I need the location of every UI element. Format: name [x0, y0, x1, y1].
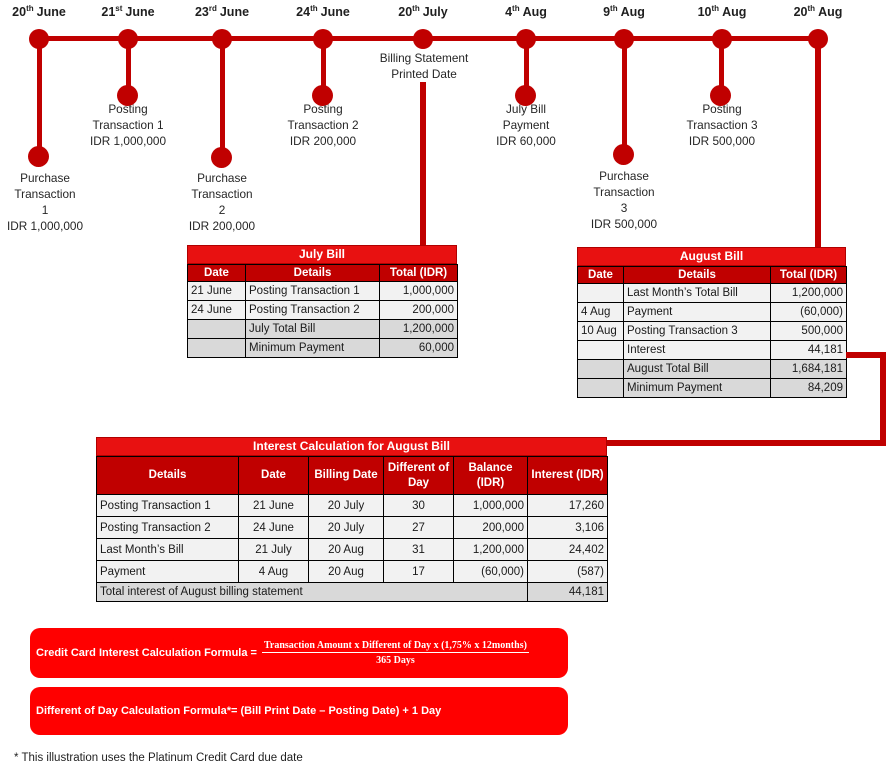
- interest-connector-side: [880, 352, 886, 446]
- drop-line-posting-1: [126, 39, 131, 96]
- table-row: Posting Transaction 1 21 June 20 July 30…: [96, 494, 608, 517]
- billing-statement-connector-line: [420, 82, 426, 245]
- table-row: July Total Bill 1,200,000: [187, 319, 458, 340]
- event-label-posting-3: Posting Transaction 3 IDR 500,000: [686, 102, 758, 148]
- august-bill-connector-line: [815, 39, 821, 248]
- table-total-row: Total interest of August billing stateme…: [96, 582, 608, 602]
- column-header: Total (IDR): [770, 265, 847, 285]
- footnote: * This illustration uses the Platinum Cr…: [14, 752, 303, 764]
- interest-formula-box: Credit Card Interest Calculation Formula…: [30, 628, 568, 678]
- drop-dot-posting-3: [710, 85, 731, 106]
- event-label-billing-statement: Billing Statement Printed Date: [379, 51, 469, 81]
- july-bill-header-row: Date Details Total (IDR): [187, 263, 458, 283]
- column-header: Interest (IDR): [527, 456, 608, 495]
- july-bill-title: July Bill: [187, 245, 457, 264]
- drop-line-purchase-1: [37, 39, 42, 157]
- event-label-purchase-1: Purchase Transaction 1 IDR 1,000,000: [6, 171, 84, 233]
- drop-line-purchase-3: [622, 39, 627, 155]
- table-row: Minimum Payment 60,000: [187, 338, 458, 359]
- table-row: August Total Bill 1,684,181: [577, 359, 847, 380]
- day-formula-box: Different of Day Calculation Formula*= (…: [30, 687, 568, 735]
- column-header: Date: [187, 263, 246, 283]
- interest-formula-label: Credit Card Interest Calculation Formula…: [36, 647, 257, 659]
- table-row: Minimum Payment 84,209: [577, 378, 847, 399]
- column-header: Balance (IDR): [453, 456, 528, 495]
- drop-line-july-payment: [524, 39, 529, 96]
- column-header: Different of Day: [383, 456, 454, 495]
- august-bill-title: August Bill: [577, 247, 846, 266]
- drop-line-purchase-2: [220, 39, 225, 158]
- fraction-denominator: 365 Days: [376, 655, 415, 666]
- interest-calculation-table: Interest Calculation for August Bill Det…: [96, 437, 608, 602]
- interest-connector-bottom: [607, 440, 886, 446]
- event-label-posting-2: Posting Transaction 2 IDR 200,000: [287, 102, 359, 148]
- interest-connector-top: [846, 352, 886, 358]
- august-bill-header-row: Date Details Total (IDR): [577, 265, 847, 285]
- event-label-july-payment: July Bill Payment IDR 60,000: [496, 102, 556, 148]
- table-row: 10 Aug Posting Transaction 3 500,000: [577, 321, 847, 342]
- column-header: Details: [245, 263, 380, 283]
- column-header: Billing Date: [308, 456, 384, 495]
- column-header: Date: [577, 265, 624, 285]
- table-row: Payment 4 Aug 20 Aug 17 (60,000) (587): [96, 560, 608, 583]
- column-header: Total (IDR): [379, 263, 458, 283]
- interest-table-header-row: Details Date Billing Date Different of D…: [96, 456, 608, 495]
- drop-dot-july-payment: [515, 85, 536, 106]
- drop-dot-purchase-3: [613, 144, 634, 165]
- event-label-purchase-2: Purchase Transaction 2 IDR 200,000: [188, 171, 256, 233]
- interest-calculation-title: Interest Calculation for August Bill: [96, 437, 607, 456]
- drop-dot-purchase-2: [211, 147, 232, 168]
- column-header: Details: [623, 265, 771, 285]
- table-row: Posting Transaction 2 24 June 20 July 27…: [96, 516, 608, 539]
- drop-line-posting-2: [321, 39, 326, 96]
- fraction-numerator: Transaction Amount x Different of Day x …: [261, 639, 529, 653]
- event-label-purchase-3: Purchase Transaction 3 IDR 500,000: [590, 169, 658, 231]
- drop-dot-posting-1: [117, 85, 138, 106]
- table-row: 4 Aug Payment (60,000): [577, 302, 847, 323]
- august-bill-table: August Bill Date Details Total (IDR) Las…: [577, 247, 847, 399]
- table-row: Last Month’s Total Bill 1,200,000: [577, 283, 847, 304]
- day-formula-label: Different of Day Calculation Formula*= (…: [36, 705, 442, 717]
- july-bill-table: July Bill Date Details Total (IDR) 21 Ju…: [187, 245, 458, 359]
- interest-formula-fraction: Transaction Amount x Different of Day x …: [261, 639, 529, 668]
- event-label-posting-1: Posting Transaction 1 IDR 1,000,000: [89, 102, 167, 148]
- timeline-node: [413, 29, 433, 49]
- table-row: 21 June Posting Transaction 1 1,000,000: [187, 281, 458, 302]
- drop-dot-purchase-1: [28, 146, 49, 167]
- table-row: 24 June Posting Transaction 2 200,000: [187, 300, 458, 321]
- column-header: Details: [96, 456, 239, 495]
- column-header: Date: [238, 456, 309, 495]
- drop-dot-posting-2: [312, 85, 333, 106]
- table-row: Last Month’s Bill 21 July 20 Aug 31 1,20…: [96, 538, 608, 561]
- table-row: Interest 44,181: [577, 340, 847, 361]
- drop-line-posting-3: [719, 39, 724, 96]
